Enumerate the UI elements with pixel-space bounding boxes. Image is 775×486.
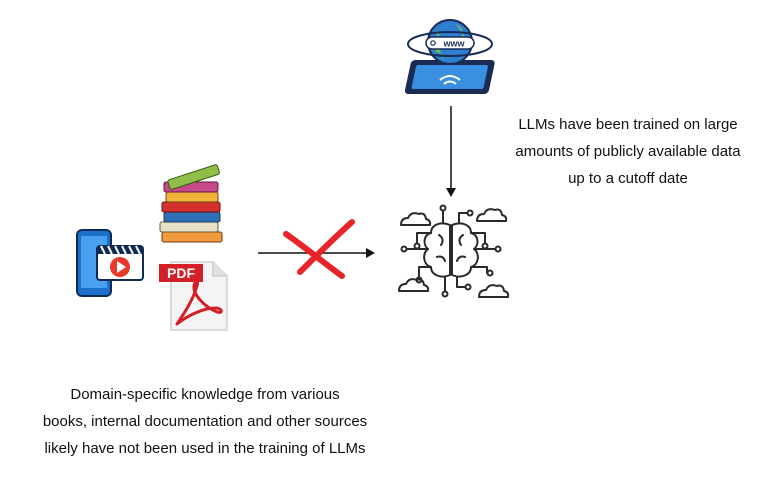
caption-line: amounts of publicly available data [515,143,741,160]
stack-of-books-icon [156,164,226,244]
caption-line: up to a cutoff date [568,170,688,187]
llm-training-caption: LLMs have been trained on large amounts … [488,111,768,192]
caption-line: likely have not been used in the trainin… [44,440,366,457]
domain-knowledge-caption: Domain-specific knowledge from various b… [0,381,410,462]
web-globe-tablet-icon: www [400,14,500,100]
caption-line: LLMs have been trained on large [518,116,738,133]
pdf-document-icon: PDF [157,260,229,332]
ai-brain-circuit-icon [395,203,510,303]
tablet-video-player-icon [75,228,145,298]
web-url-label: www [442,39,465,49]
down-arrow [445,106,457,198]
pdf-tag-label: PDF [167,265,195,281]
caption-line: Domain-specific knowledge from various [70,386,340,403]
caption-line: books, internal documentation and other … [42,413,368,430]
blocked-arrow [258,216,378,282]
red-x-cross-icon [283,219,355,279]
